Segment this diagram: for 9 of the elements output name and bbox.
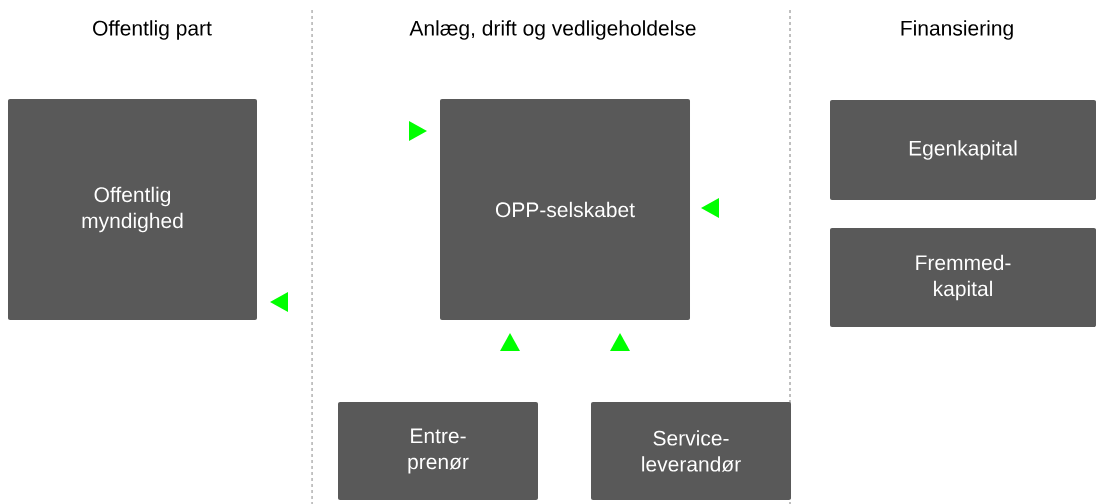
entity-box: Egenkapital	[830, 100, 1096, 200]
column-heading: Finansiering	[901, 20, 1013, 40]
entity-box: Fremmed- kapital	[830, 228, 1096, 327]
entity-box: OPP-selskabet	[440, 99, 690, 320]
column-heading: Offentlig part	[93, 20, 212, 40]
entity-box: Offentlig myndighed	[8, 99, 257, 320]
column-heading: Anlæg, drift og vedligeholdelse	[409, 20, 696, 40]
entity-box: Entre- prenør	[338, 402, 538, 500]
entity-box: Service- leverandør	[591, 402, 791, 500]
